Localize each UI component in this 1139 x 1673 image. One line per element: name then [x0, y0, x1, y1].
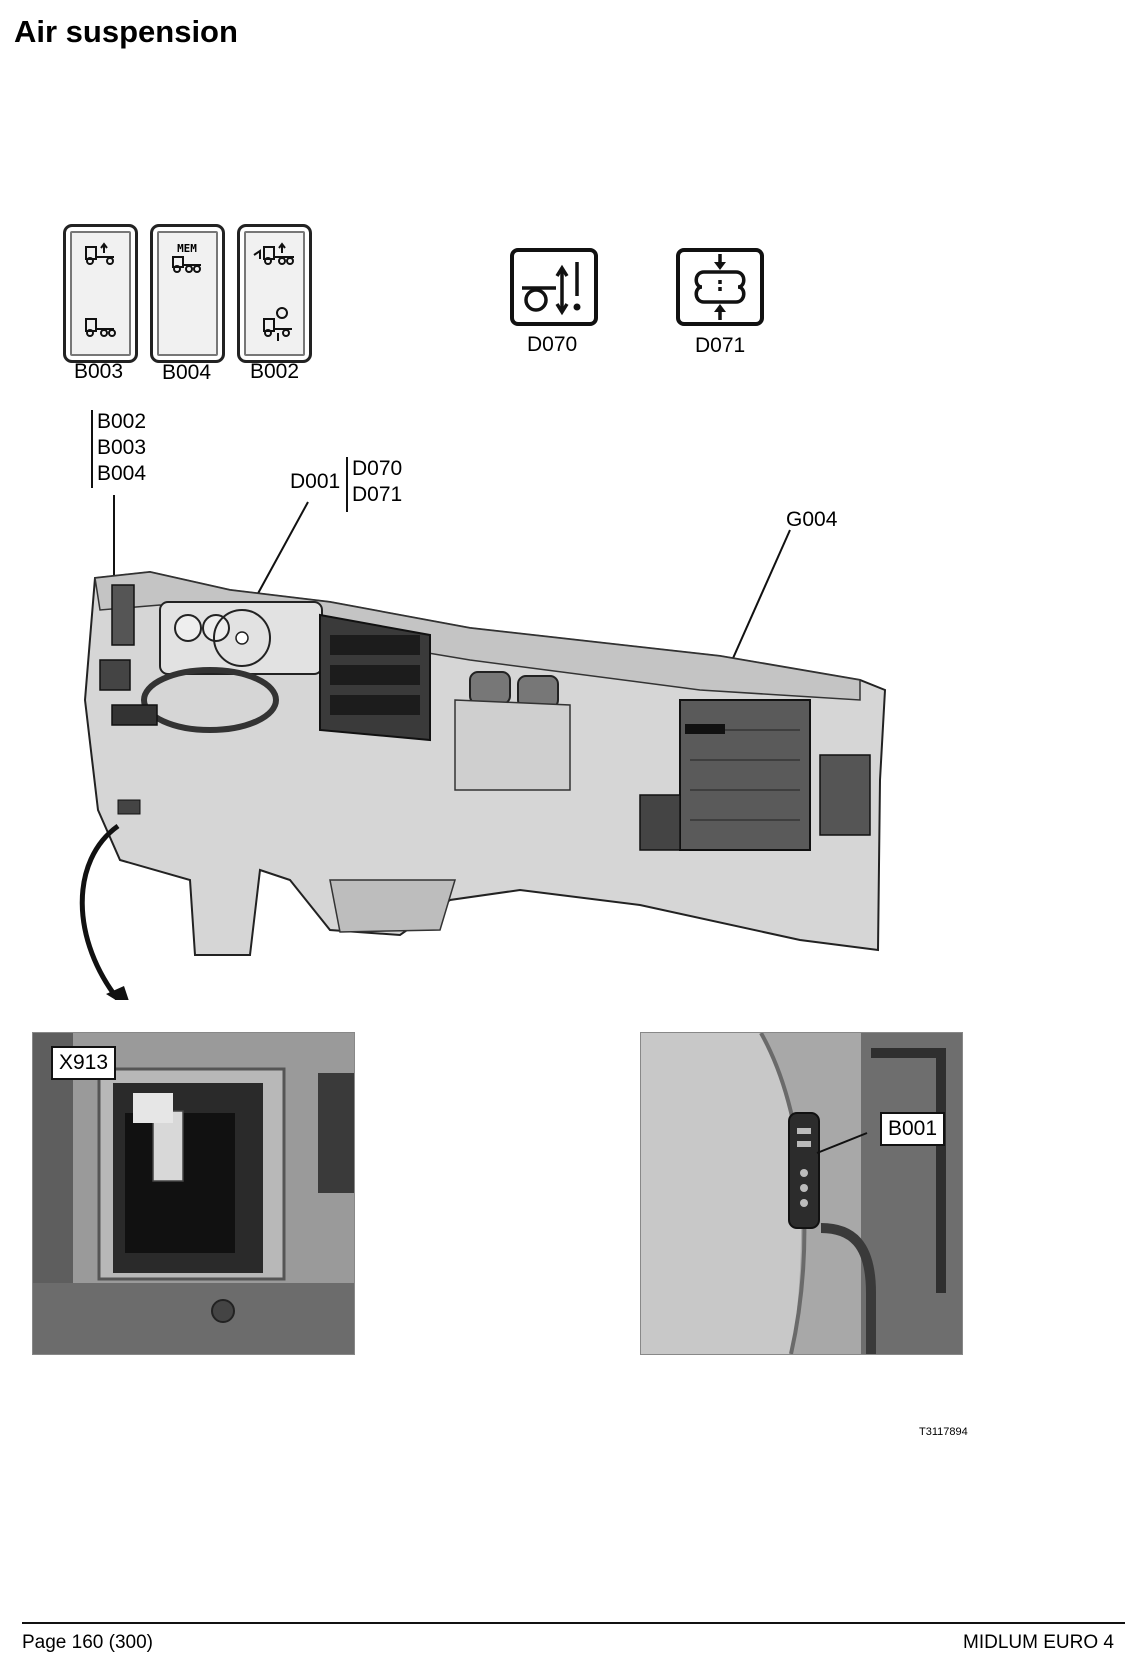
label-d070: D070: [352, 457, 403, 480]
label-bracket-d: [346, 457, 348, 512]
switch-label-b003: B003: [74, 360, 124, 383]
indicator-label-d070: D070: [527, 333, 578, 356]
label-g004: G004: [786, 508, 838, 531]
page-title: Air suspension: [14, 14, 238, 49]
label-b002: B002: [97, 410, 147, 433]
photo-x913: [32, 1032, 355, 1355]
connector-photo: [33, 1033, 354, 1354]
truck-raise-lower-icon: [85, 242, 116, 337]
switch-b002: [237, 224, 312, 363]
label-b004: B004: [97, 462, 147, 485]
label-d071: D071: [352, 483, 403, 506]
switch-label-b002: B002: [250, 360, 300, 383]
photo-b001: [640, 1032, 963, 1355]
memory-icon: MEM: [172, 242, 201, 273]
axle-lift-icon: [253, 242, 294, 341]
svg-text:MEM: MEM: [177, 242, 197, 255]
bellows-icon: [694, 254, 746, 320]
label-bracket-b: [91, 410, 93, 488]
callout-b001: B001: [880, 1112, 946, 1146]
seat-remote-photo: [641, 1033, 962, 1354]
footer-page: Page 160 (300): [22, 1632, 153, 1653]
indicator-d071: [676, 248, 764, 326]
footer-rule: [22, 1622, 1125, 1624]
label-b003: B003: [97, 436, 147, 459]
switch-b004: MEM: [150, 224, 225, 363]
label-d001: D001: [290, 470, 341, 493]
indicator-d070: [510, 248, 598, 326]
callout-x913: X913: [51, 1046, 117, 1080]
dashboard-illustration: [79, 495, 887, 1000]
indicator-label-d071: D071: [695, 334, 746, 357]
switch-label-b004: B004: [162, 361, 212, 384]
document-id: T3117894: [919, 1426, 968, 1438]
footer-model: MIDLUM EURO 4: [963, 1632, 1114, 1653]
suspension-warning-icon: [522, 262, 581, 316]
switch-b003: [63, 224, 138, 363]
